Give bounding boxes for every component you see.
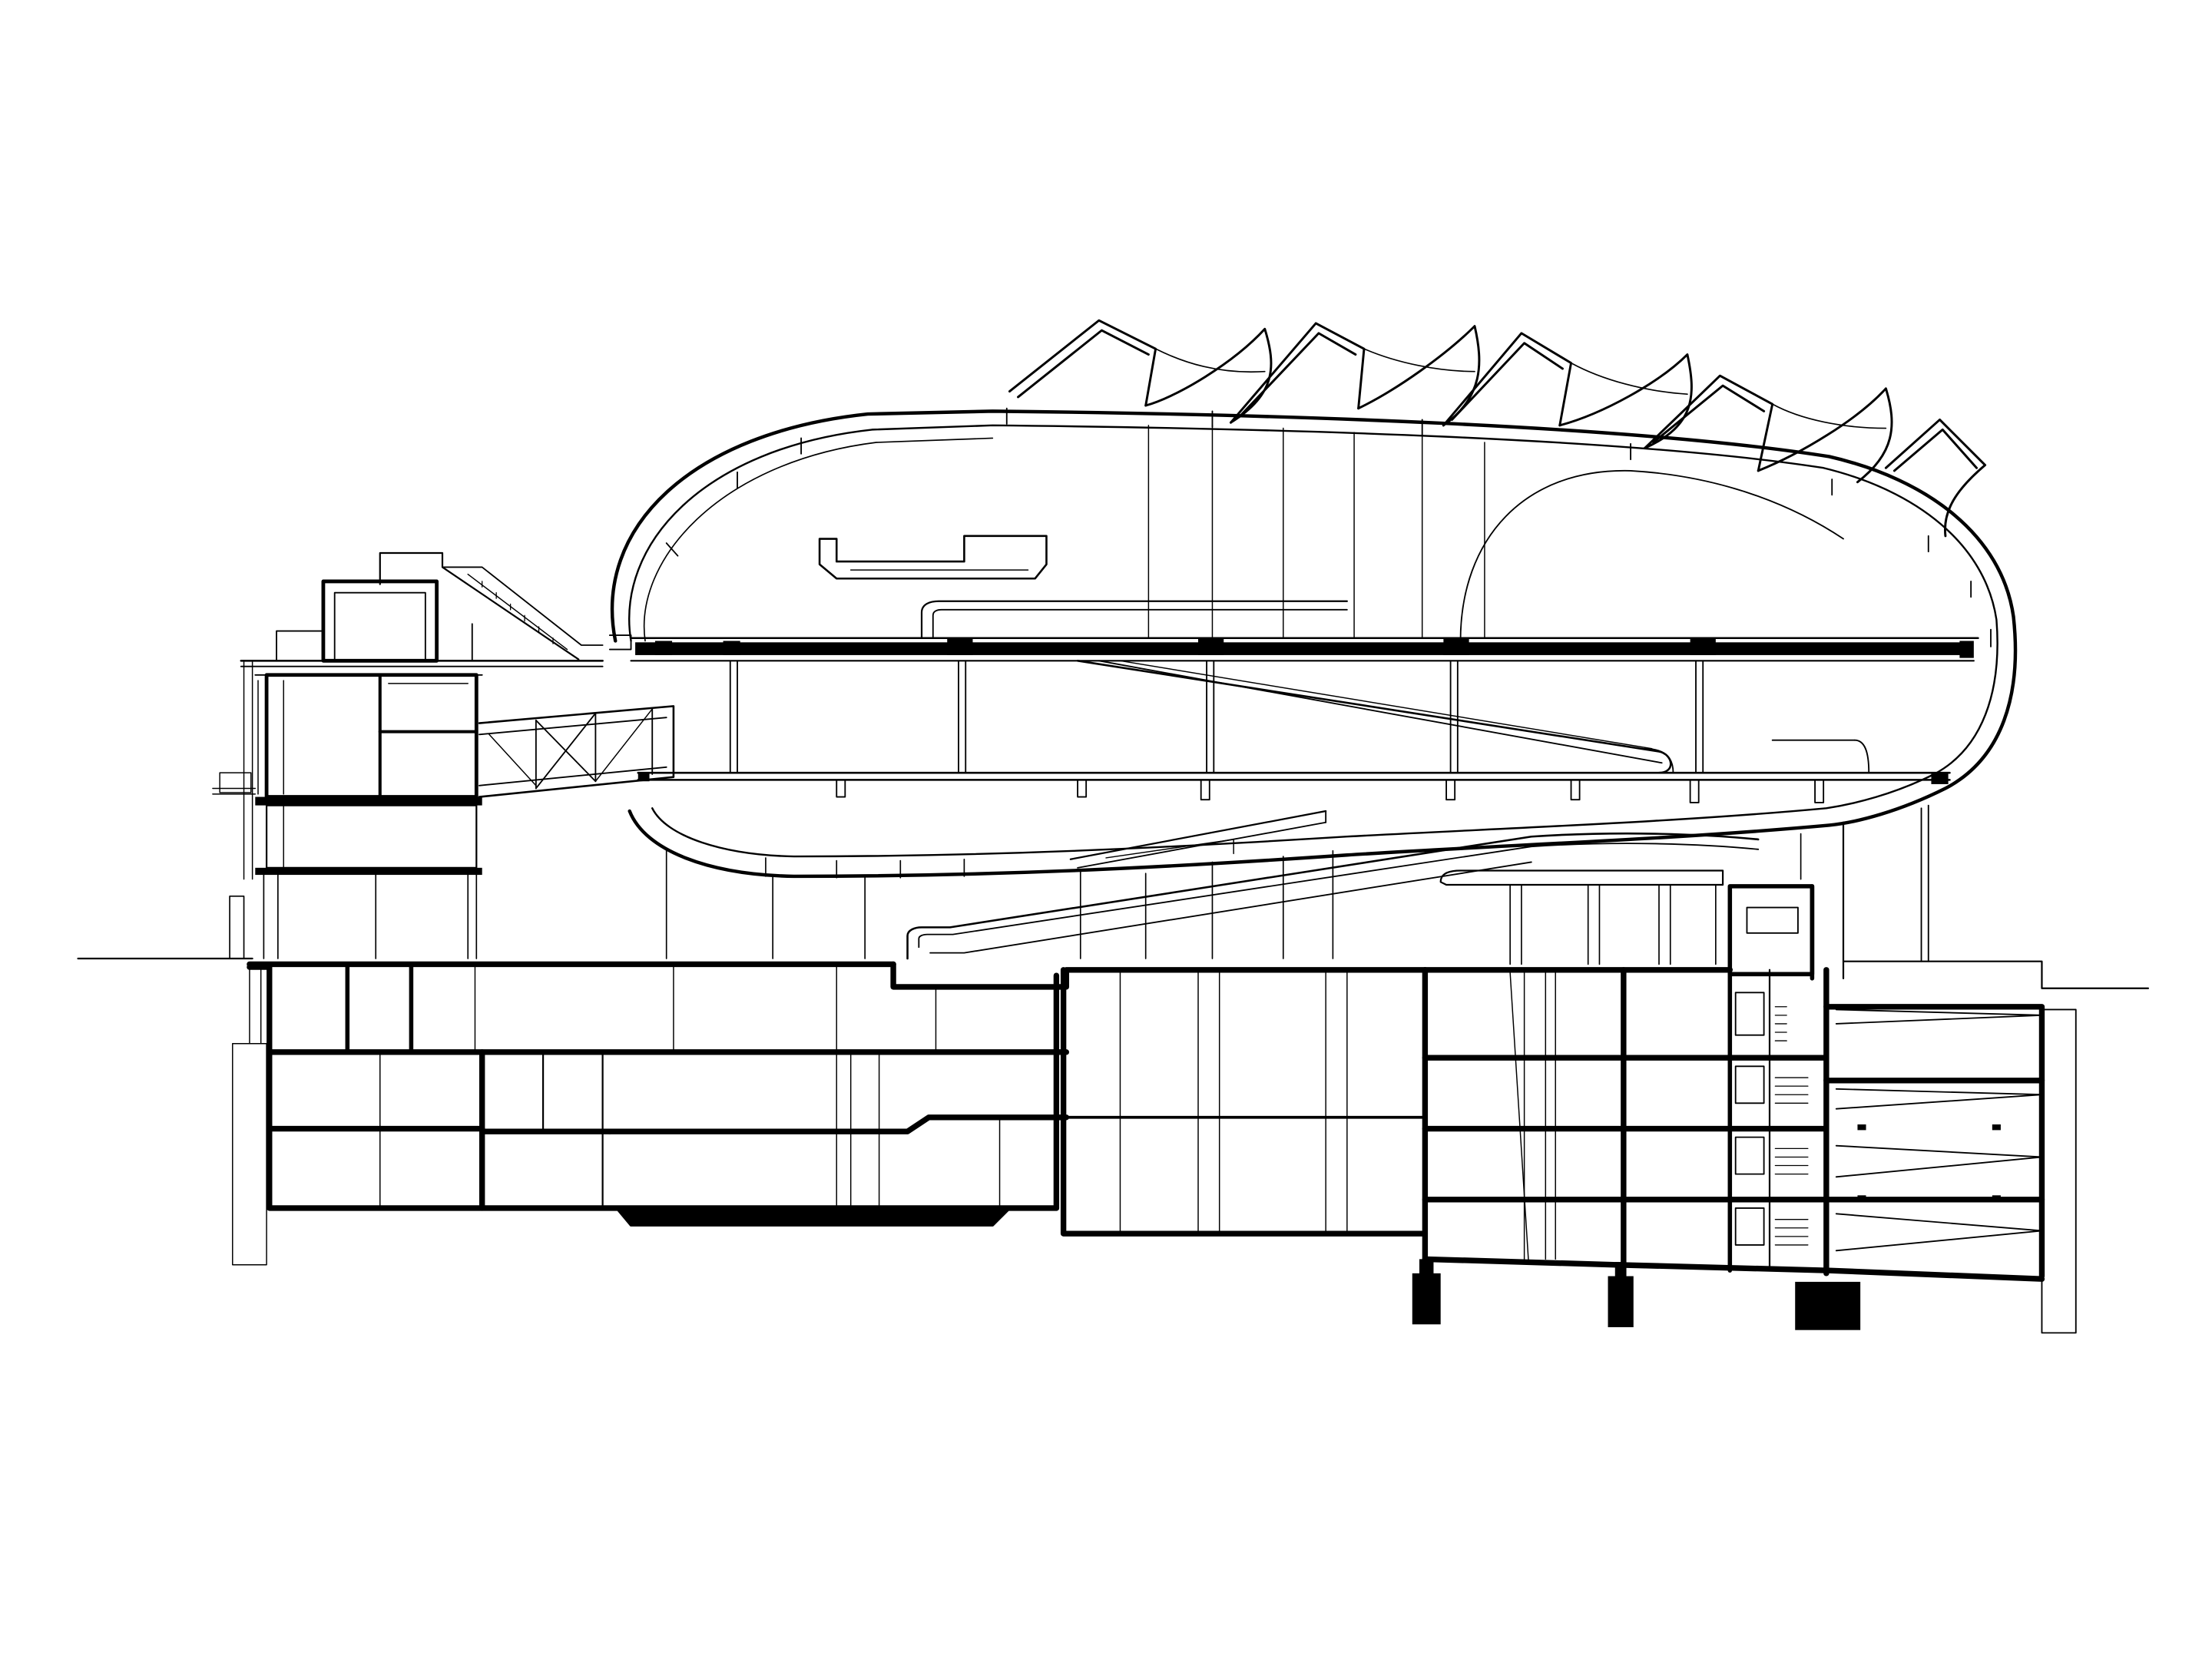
sawtooth-roof-skylights <box>1008 319 1987 538</box>
center-basement-hall <box>1060 967 1429 1237</box>
left-annex-block <box>212 551 604 959</box>
organic-roof-shell <box>610 407 2018 879</box>
lower-ramps <box>665 804 1929 981</box>
truss-bridge <box>478 705 675 798</box>
foundation-footings <box>1412 1259 1861 1330</box>
upper-exhibition-floor <box>608 634 1979 774</box>
right-basement-blocks <box>1422 967 2077 1334</box>
middle-floor <box>637 771 1951 880</box>
upper-exhibition-interior <box>818 425 1485 639</box>
ground-line <box>77 957 2150 989</box>
